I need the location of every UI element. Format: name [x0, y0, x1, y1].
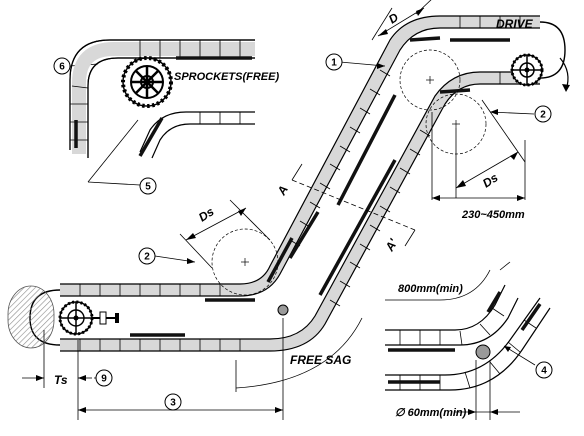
center-marks — [241, 76, 460, 266]
chain-links-lower — [79, 72, 521, 351]
chain-band-lower-outer — [60, 83, 540, 352]
callout-5: 5 — [139, 177, 157, 195]
callout-6: 6 — [53, 57, 71, 75]
chain-links-upper — [79, 16, 521, 296]
inset-min-radius — [385, 261, 551, 420]
dim-d-label: D — [386, 10, 401, 27]
guide-rails — [130, 36, 510, 337]
min-roller — [475, 344, 491, 360]
callout-6-text: 6 — [59, 62, 65, 73]
drive-rotation-arrow-icon — [559, 57, 570, 92]
inset-free-sprockets — [69, 39, 255, 159]
callout-3-text: 3 — [170, 398, 176, 409]
callout-4-text: 4 — [541, 366, 547, 377]
sprockets-free-label: SPROCKETS(FREE) — [174, 71, 279, 83]
free-sag-label: FREE SAG — [290, 353, 351, 367]
chain-band-upper-edge — [60, 15, 540, 285]
tension-screw — [92, 311, 119, 325]
callout-9-text: 9 — [101, 374, 107, 385]
callout-5-text: 5 — [145, 182, 151, 193]
chain-band-lower-edge — [60, 71, 540, 340]
section-a-prime-label: A' — [382, 236, 401, 255]
dimension-arrowheads — [36, 8, 525, 413]
callout-2-left: 2 — [138, 247, 156, 265]
callout-3: 3 — [164, 393, 182, 411]
callout-1: 1 — [325, 53, 343, 71]
sag-roller — [277, 304, 289, 316]
drive-sprocket — [510, 53, 544, 87]
dim-ts-label: Ts — [54, 373, 68, 387]
range-label: 230~450mm — [461, 209, 525, 221]
chain-band-upper — [60, 16, 540, 296]
roller-diameter-label: ∅ 60mm(min) — [395, 407, 467, 419]
callout-2-right: 2 — [534, 105, 552, 123]
dim-ds-left-label: Ds — [196, 204, 217, 224]
callout-4: 4 — [535, 361, 553, 379]
callout-1-text: 1 — [331, 58, 337, 69]
drive-label: DRIVE — [496, 17, 534, 31]
chain-band-lower — [60, 72, 540, 351]
callout-9: 9 — [95, 369, 113, 387]
main-chain — [29, 15, 566, 352]
free-sprocket — [121, 56, 173, 108]
chain-band-upper-inner — [60, 27, 540, 297]
min-radius-label: 800mm(min) — [398, 283, 463, 295]
dim-ds-top-label: Ds — [480, 170, 501, 190]
callout-2-left-text: 2 — [144, 252, 150, 263]
tension-end — [7, 285, 119, 349]
tail-sprocket — [58, 300, 94, 336]
section-a-label: A — [274, 183, 291, 198]
callout-2-right-text: 2 — [540, 110, 546, 121]
